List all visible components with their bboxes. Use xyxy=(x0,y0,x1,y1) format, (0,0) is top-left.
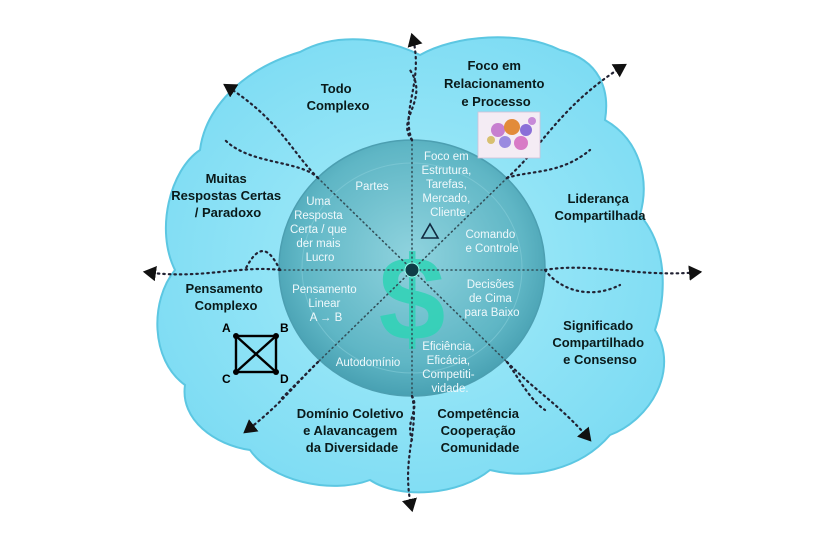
node-d: D xyxy=(280,372,289,386)
label-pensamento-linear: Pensamento Linear A → B xyxy=(292,284,360,324)
node-a: A xyxy=(222,321,231,335)
abcd-square: A B C D xyxy=(222,321,289,386)
outer-arrows xyxy=(142,32,703,513)
label-autodominio: Autodomínio xyxy=(336,357,401,369)
label-foco-relacionamento: Foco em Relacionamento e Processo xyxy=(444,58,548,109)
label-decisoes: Decisões de Cima para Baixo xyxy=(465,279,520,319)
triangle-icon xyxy=(420,222,440,239)
label-todo-complexo: Todo Complexo xyxy=(307,81,370,113)
label-partes: Partes xyxy=(355,181,388,193)
center-node xyxy=(404,262,420,278)
node-b: B xyxy=(280,321,289,335)
molecule-image xyxy=(477,111,541,159)
label-comando: Comando e Controle xyxy=(465,229,518,255)
label-lideranca: Liderança Compartilhada xyxy=(554,191,646,223)
label-foco-estrutura: Foco em Estrutura, Tarefas, Mercado, Cli… xyxy=(421,151,474,219)
label-uma-resposta: Uma Resposta Certa / que der mais Lucro xyxy=(290,196,350,264)
node-c: C xyxy=(222,372,231,386)
label-significado: Significado Compartilhado e Consenso xyxy=(552,318,647,367)
label-dominio-coletivo: Domínio Coletivo e Alavancagem da Divers… xyxy=(297,406,408,455)
label-competencia: Competência Cooperação Comunidade xyxy=(437,406,522,455)
outer-dividers xyxy=(223,68,622,442)
label-muitas-respostas: Muitas Respostas Certas / Paradoxo xyxy=(171,171,284,220)
label-eficiencia: Eficiência, Eficácia, Competiti- vidade. xyxy=(422,341,478,395)
label-pensamento-complexo: Pensamento Complexo xyxy=(186,281,267,313)
